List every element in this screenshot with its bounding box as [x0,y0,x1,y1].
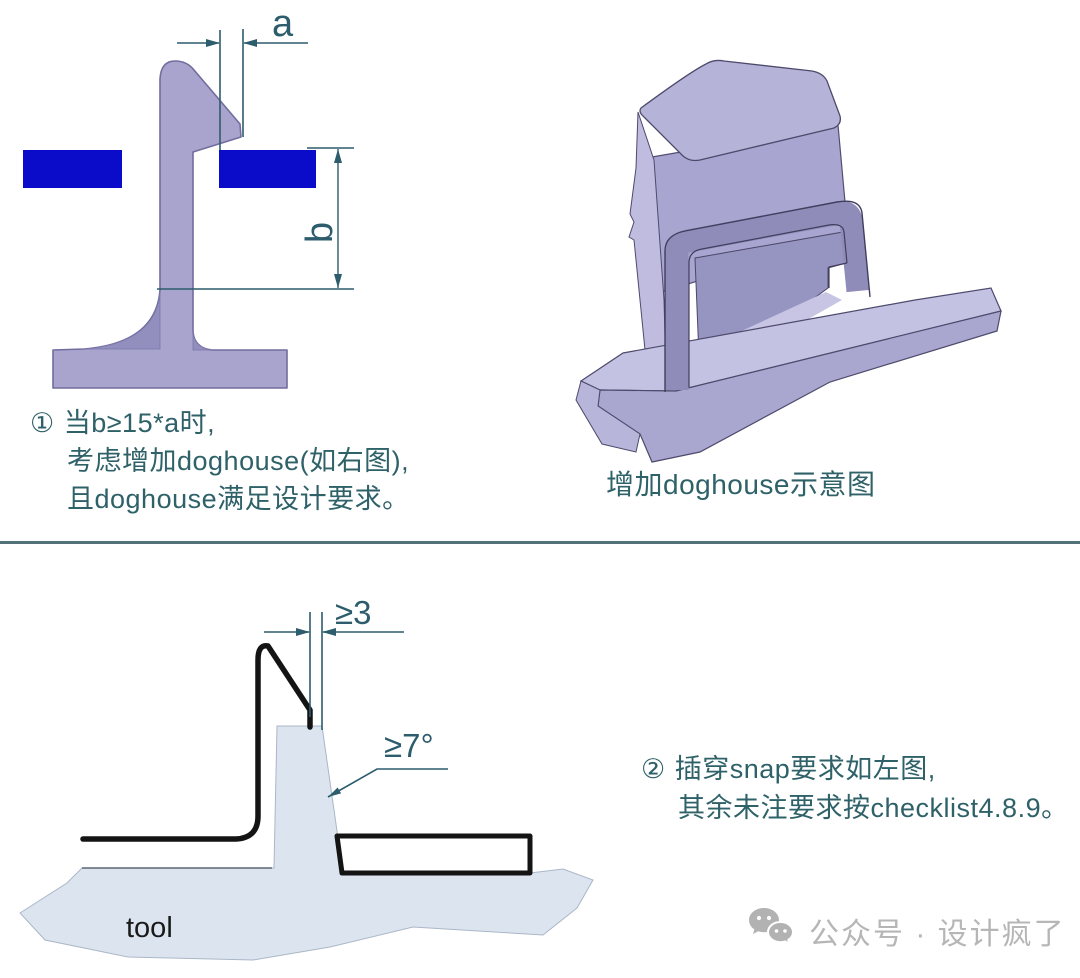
mating-wall-right [219,150,316,188]
rule-1-line-3: 且doghouse满足设计要求。 [67,484,410,514]
snap-fillet-left [83,291,161,350]
arrowhead [243,39,257,47]
pierce-snap-diagram: ≥3 ≥7° tool [19,594,594,961]
arrowhead [322,628,336,636]
gap-dimension-label: ≥3 [335,594,371,631]
rule-2-text-1: 插穿snap要求如左图, [674,754,936,784]
tool-label: tool [126,912,173,944]
doghouse-arch [665,201,870,390]
dimension-gap [264,612,404,730]
mating-plate-outline [334,833,533,876]
doghouse-base-left-bevel [575,380,641,453]
section-divider [0,541,1080,544]
wechat-icon [747,906,795,956]
rule-1-bullet: ① [30,408,55,438]
rule-1-text-1: 当b≥15*a时, [63,408,216,438]
doghouse-inner-step [828,262,848,288]
arrowhead [328,787,342,797]
arrowhead [334,149,342,163]
arrowhead [334,274,342,288]
snap-profile [52,60,288,389]
rule-note-1: ① 当b≥15*a时, 考虑增加doghouse(如右图), 且doghouse满… [30,404,410,518]
doghouse-caption: 增加doghouse示意图 [606,469,876,500]
doghouse-arch-inner-outline [688,224,848,387]
snap-cross-section-diagram: a b [23,3,354,389]
arrowhead [206,39,220,47]
doghouse-top-flange [639,59,842,162]
rule-2-bullet: ② [641,754,666,784]
rule-2-line-1: ② 插穿snap要求如左图, [641,750,1069,789]
rule-1-line-2: 考虑增加doghouse(如右图), [67,446,410,476]
snap-hook-outline [80,643,313,842]
dim-b-label: b [299,222,341,243]
watermark: 公众号 · 设计疯了 [747,906,1066,956]
rule-note-2: ② 插穿snap要求如左图, 其余未注要求按checklist4.8.9。 [641,750,1069,828]
mating-wall-left [23,150,122,188]
arrowhead [296,628,310,636]
dimension-b [157,147,354,290]
tool-shape [19,725,594,961]
draft-angle-label: ≥7° [384,727,434,764]
watermark-text: 公众号 · 设计疯了 [809,918,1066,951]
doghouse-arch-outer-outline [664,200,871,392]
rule-2-line-2: 其余未注要求按checklist4.8.9。 [678,793,1069,823]
doghouse-left-edge [628,111,667,381]
doghouse-3d-render [575,59,1002,463]
snap-fillet-right [192,330,213,351]
draft-angle-leader [327,768,448,798]
dim-a-label: a [272,3,294,45]
rule-1-line-1: ① 当b≥15*a时, [30,404,410,442]
